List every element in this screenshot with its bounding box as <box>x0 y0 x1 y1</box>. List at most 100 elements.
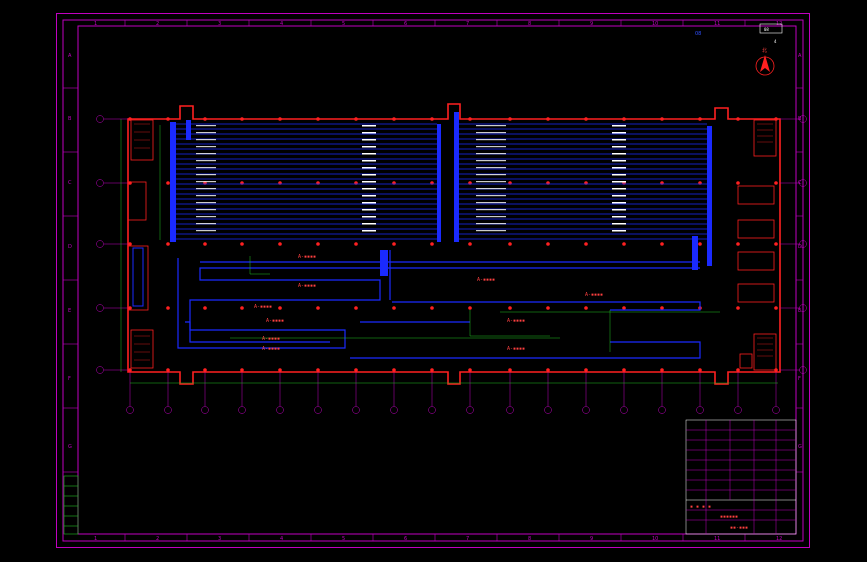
column-dot <box>622 242 626 246</box>
column-dot <box>736 306 740 310</box>
row-tag <box>362 167 376 169</box>
sheet-id: 08 <box>764 27 769 32</box>
row-label <box>196 153 216 155</box>
column-dot <box>203 368 207 372</box>
row-letter: F <box>68 376 71 382</box>
column-dot <box>430 242 434 246</box>
row-tag <box>612 188 626 190</box>
column-ticks <box>124 20 746 541</box>
row-tag <box>362 174 376 176</box>
axis-bubble <box>314 406 322 414</box>
row-tag <box>362 160 376 162</box>
axis-bubble <box>164 406 172 414</box>
row-letter: F <box>798 376 801 382</box>
column-dot <box>128 306 132 310</box>
column-dot <box>736 242 740 246</box>
column-dot <box>468 117 472 121</box>
column-dot <box>546 368 550 372</box>
row-tag <box>612 195 626 197</box>
column-dot <box>240 242 244 246</box>
column-dot <box>546 306 550 310</box>
row-tag <box>362 181 376 183</box>
column-dot <box>354 306 358 310</box>
axis-bubble <box>201 406 209 414</box>
column-number: 8 <box>528 536 531 542</box>
column-dot <box>203 242 207 246</box>
row-label <box>476 132 506 134</box>
column-dot <box>354 242 358 246</box>
column-number: 7 <box>466 536 469 542</box>
axis-bubble <box>276 406 284 414</box>
row-ticks <box>63 87 803 473</box>
row-label <box>196 139 216 141</box>
row-tag <box>362 230 376 232</box>
column-number: 3 <box>218 21 221 27</box>
axis-bubble <box>658 406 666 414</box>
column-dot <box>316 368 320 372</box>
column-dot <box>316 117 320 121</box>
row-label <box>196 146 216 148</box>
column-number: 4 <box>280 536 283 542</box>
column-dot <box>430 117 434 121</box>
column-number: 5 <box>342 21 345 27</box>
column-dot <box>468 242 472 246</box>
axis-bubble <box>428 406 436 414</box>
column-dot <box>354 368 358 372</box>
column-dot <box>698 242 702 246</box>
structural-columns <box>128 117 778 372</box>
column-dot <box>508 117 512 121</box>
column-dot <box>430 306 434 310</box>
row-letter: A <box>798 53 802 59</box>
column-dot <box>698 117 702 121</box>
column-dot <box>584 242 588 246</box>
column-number: 10 <box>652 536 658 542</box>
column-number: 11 <box>714 21 720 27</box>
row-letter: E <box>68 308 71 314</box>
row-label <box>476 167 506 169</box>
row-tag <box>612 209 626 211</box>
column-number: 6 <box>404 21 407 27</box>
north-label: 北 <box>762 47 767 54</box>
green-lines <box>159 125 720 352</box>
row-label <box>476 216 506 218</box>
row-tag <box>362 202 376 204</box>
row-tag <box>362 188 376 190</box>
row-tag <box>612 202 626 204</box>
sheet-id-box <box>759 23 783 34</box>
column-number: 11 <box>714 536 720 542</box>
row-label <box>196 223 216 225</box>
column-dot <box>622 306 626 310</box>
rack-rows-left <box>176 123 437 240</box>
column-dot <box>316 242 320 246</box>
column-dot <box>584 117 588 121</box>
column-dot <box>240 306 244 310</box>
column-dot <box>508 306 512 310</box>
svg-text:A-▪▪▪▪: A-▪▪▪▪ <box>585 292 603 298</box>
row-label <box>476 209 506 211</box>
equipment-rooms <box>127 119 777 371</box>
row-letter: G <box>68 444 72 450</box>
title-block <box>685 419 797 535</box>
row-label <box>196 230 216 232</box>
axis-bubble <box>352 406 360 414</box>
north-arrow-icon: 北 <box>755 47 775 76</box>
column-dot <box>660 368 664 372</box>
row-tag <box>612 223 626 225</box>
axis-bubble <box>506 406 514 414</box>
column-dot <box>508 368 512 372</box>
row-label <box>196 209 216 211</box>
column-dot <box>584 306 588 310</box>
svg-text:A-▪▪▪▪: A-▪▪▪▪ <box>298 254 316 260</box>
row-tag <box>612 125 626 127</box>
column-dot <box>430 368 434 372</box>
column-dot <box>316 306 320 310</box>
column-dot <box>660 117 664 121</box>
row-tag <box>612 146 626 148</box>
column-dot <box>240 368 244 372</box>
row-tag <box>362 195 376 197</box>
grid-axes-bottom <box>126 372 780 414</box>
column-dot <box>278 306 282 310</box>
